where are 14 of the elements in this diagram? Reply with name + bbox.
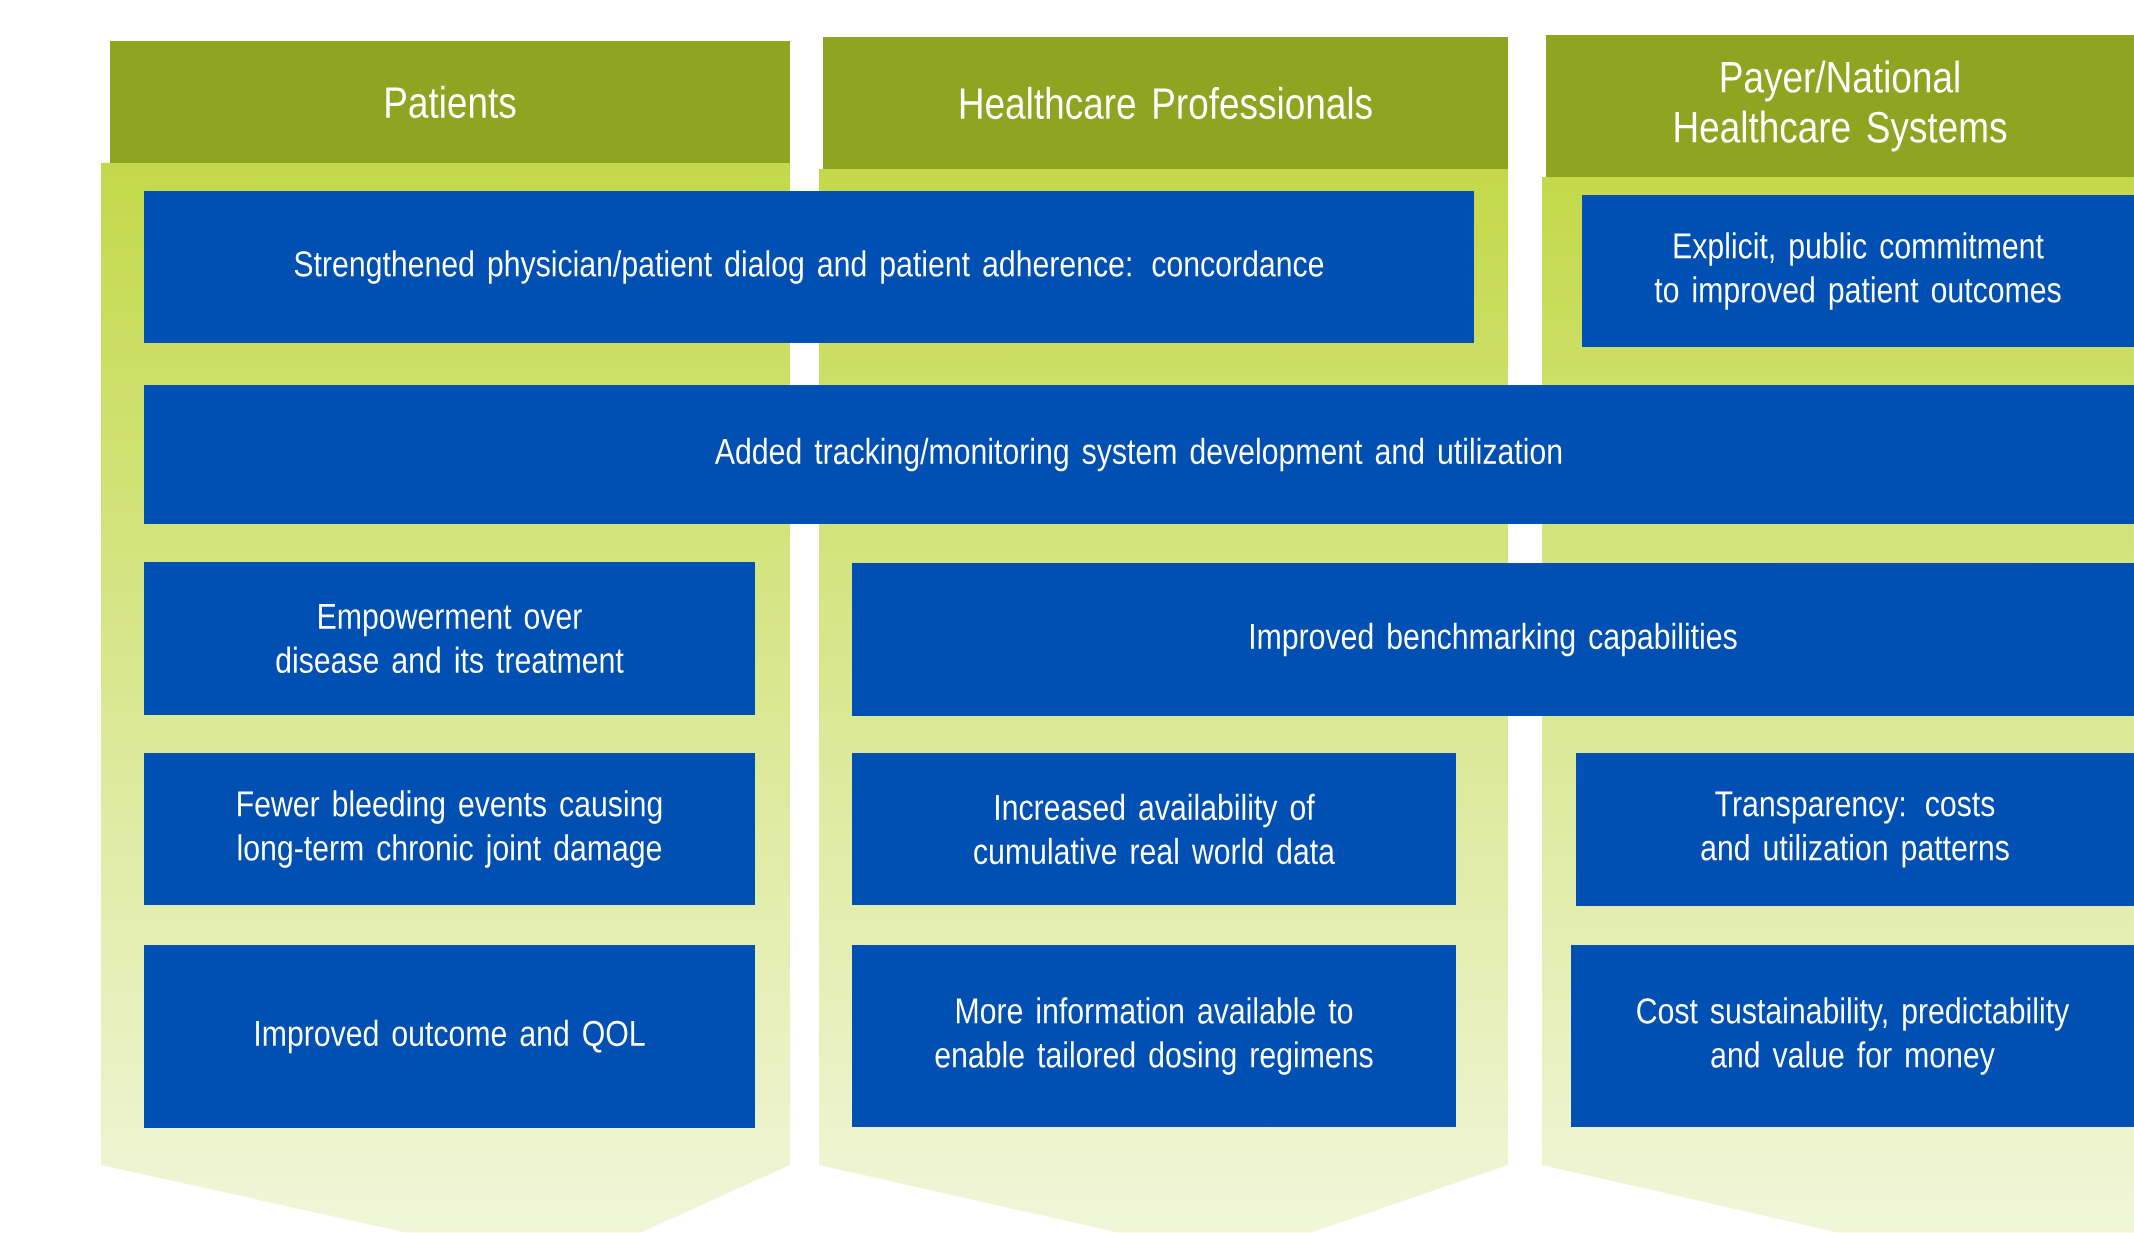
- benefit-box: Transparency: costs and utilization patterns: [1576, 753, 2134, 906]
- benefit-box: Improved benchmarking capabilities: [852, 563, 2134, 716]
- benefit-box: Explicit, public commitment to improved patient outcomes: [1582, 195, 2134, 347]
- benefit-box: Added tracking/monitoring system development and utilization: [144, 385, 2134, 524]
- column-header: Healthcare Professionals: [823, 37, 1508, 169]
- benefit-box: Fewer bleeding events causing long-term chronic joint damage: [144, 753, 755, 905]
- benefit-box: Strengthened physician/patient dialog and patient adherence: concordance: [144, 191, 1474, 343]
- benefit-box: Empowerment over disease and its treatment: [144, 562, 755, 715]
- benefit-box: Increased availability of cumulative real world data: [852, 753, 1456, 905]
- benefit-box: Cost sustainability, predictability and value for money: [1571, 945, 2134, 1127]
- column-header: Payer/National Healthcare Systems: [1546, 35, 2134, 177]
- benefit-box: More information available to enable tailored dosing regimens: [852, 945, 1456, 1127]
- column-header: Patients: [110, 41, 790, 163]
- benefit-box: Improved outcome and QOL: [144, 945, 755, 1128]
